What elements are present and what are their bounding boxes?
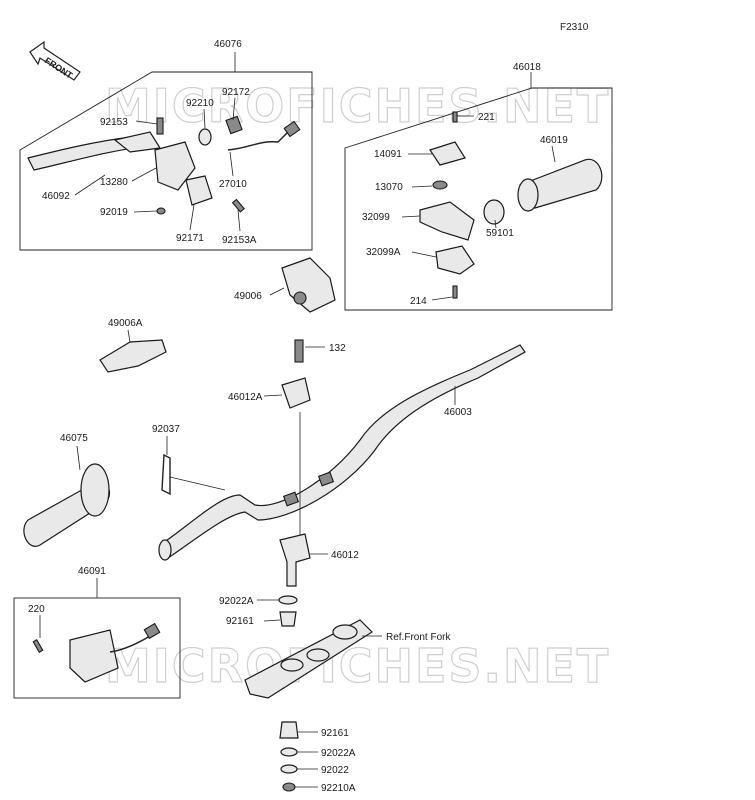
lever-cover-shape <box>281 257 336 313</box>
label-92022A-top: 92022A <box>219 596 254 607</box>
label-14091: 14091 <box>374 149 402 160</box>
label-46018: 46018 <box>513 62 541 73</box>
front-arrow-icon: FRONT <box>29 40 81 81</box>
label-220: 220 <box>28 604 45 615</box>
label-59101: 59101 <box>486 228 514 239</box>
label-46003: 46003 <box>444 407 472 418</box>
hand-guard-shape <box>99 339 167 373</box>
label-92022A-bottom: 92022A <box>321 748 356 759</box>
label-ref-front-fork: Ref.Front Fork <box>386 632 451 643</box>
throttle-assembly-box <box>344 87 613 311</box>
label-92153: 92153 <box>100 117 128 128</box>
label-27010: 27010 <box>219 179 247 190</box>
label-49006: 49006 <box>234 291 262 302</box>
label-13070: 13070 <box>375 182 403 193</box>
bolt-132 <box>294 339 304 363</box>
handlebar-shape <box>159 344 526 559</box>
label-46012: 46012 <box>331 550 359 561</box>
lower-clamp-shape <box>279 533 311 587</box>
upper-clamp-shape <box>281 377 311 409</box>
watermark-bottom: MICROFICHES.NET <box>105 639 610 693</box>
bolt-92153 <box>156 117 164 135</box>
label-92037: 92037 <box>152 424 180 435</box>
lever-assembly-box <box>19 71 313 251</box>
label-92210A: 92210A <box>321 783 356 794</box>
figure-code: F2310 <box>560 22 589 33</box>
label-92172: 92172 <box>222 87 250 98</box>
label-32099: 32099 <box>362 212 390 223</box>
label-46075: 46075 <box>60 433 88 444</box>
label-32099A: 32099A <box>366 247 401 258</box>
label-46091: 46091 <box>78 566 106 577</box>
label-49006A: 49006A <box>108 318 143 329</box>
label-92019: 92019 <box>100 207 128 218</box>
label-46019: 46019 <box>540 135 568 146</box>
watermark-top: MICROFICHES.NET <box>105 79 610 133</box>
washer-92022A-top <box>278 595 298 605</box>
label-92161-top: 92161 <box>226 616 254 627</box>
label-46012A: 46012A <box>228 392 263 403</box>
label-214: 214 <box>410 296 427 307</box>
label-132: 132 <box>329 343 346 354</box>
label-46092: 46092 <box>42 191 70 202</box>
label-92161-bottom: 92161 <box>321 728 349 739</box>
switch-housing-shape <box>69 629 119 683</box>
label-92153A: 92153A <box>222 235 257 246</box>
leader-lines <box>39 97 556 788</box>
throttle-grip-shape <box>519 158 603 209</box>
label-13280: 13280 <box>100 177 128 188</box>
label-46076: 46076 <box>214 39 242 50</box>
label-221: 221 <box>478 112 495 123</box>
label-92022: 92022 <box>321 765 349 776</box>
lever-holder-shape <box>154 141 196 191</box>
label-92171: 92171 <box>176 233 204 244</box>
label-92210: 92210 <box>186 98 214 109</box>
